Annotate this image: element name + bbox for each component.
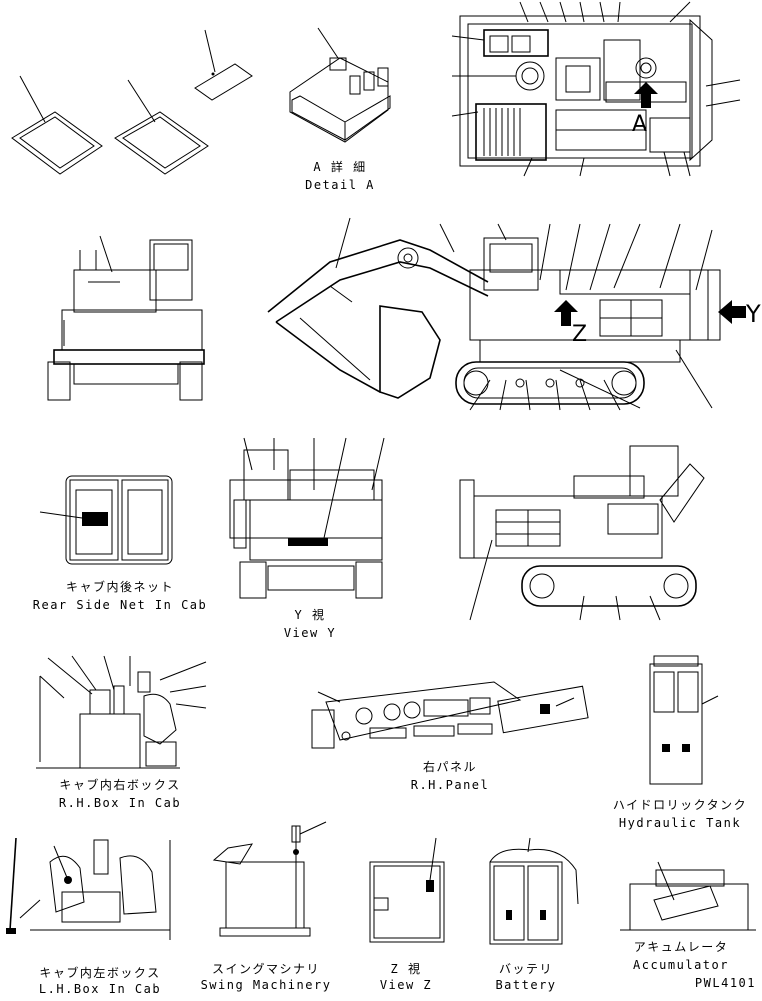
caption-accumulator-en: Accumulator [633, 958, 729, 972]
side-leader-lines [335, 217, 713, 411]
caption-view-z-en: View Z [379, 978, 433, 992]
caption-rh-box-en: R.H.Box In Cab [58, 796, 182, 810]
caption-battery-en: Battery [495, 978, 557, 992]
accumulator-drawing [620, 861, 756, 931]
caption-hydraulic-tank-jp: ハイドロリックタンク [612, 798, 748, 812]
caption-rh-box-jp: キャブ内右ボックス [59, 778, 181, 792]
caption-lh-box-en: L.H.Box In Cab [38, 982, 162, 996]
caption-detail-a-jp: A 詳 細 [313, 160, 367, 174]
caption-rh-panel-en: R.H.Panel [410, 778, 490, 792]
caption-swing-machinery-jp: スイングマシナリ [211, 962, 320, 976]
caption-rear-side-net-jp: キャブ内後ネット [65, 580, 174, 594]
decal-small-tag [194, 29, 253, 101]
caption-swing-machinery-en: Swing Machinery [200, 978, 332, 992]
arrow-a [634, 82, 658, 108]
caption-hydraulic-tank-en: Hydraulic Tank [618, 816, 742, 830]
caption-view-y-en: View Y [283, 626, 337, 640]
plan-view-machine [451, 1, 741, 177]
radiator-fins [483, 108, 521, 156]
caption-detail-a-en: Detail A [305, 178, 375, 192]
arrow-y [718, 300, 746, 324]
front-view-machine [47, 235, 205, 401]
detail-a-bracket [289, 27, 391, 143]
drawing-code: PWL4101 [694, 976, 756, 990]
rear-side-net-drawing [39, 475, 173, 565]
marker-a: A [632, 112, 648, 137]
swing-machinery-drawing [212, 821, 327, 937]
caption-rh-panel-jp: 右パネル [422, 760, 477, 774]
rh-panel-drawing [311, 681, 589, 749]
caption-rear-side-net-en: Rear Side Net In Cab [32, 598, 208, 612]
lh-box-drawing [6, 837, 171, 940]
caption-lh-box-jp: キャブ内左ボックス [39, 966, 161, 980]
side-view-machine [267, 217, 746, 411]
view-z-drawing [369, 837, 445, 943]
view-y-drawing [229, 437, 385, 599]
plan-leader-lines [451, 1, 741, 177]
battery-drawing [489, 837, 579, 945]
marker-z: Z [572, 322, 588, 347]
decal-plate-middle [114, 79, 209, 175]
arrow-z [554, 300, 578, 326]
caption-accumulator-jp: アキュムレータ [633, 940, 729, 954]
caption-view-z-jp: Z 視 [390, 962, 422, 976]
caption-view-y-jp: Y 視 [294, 608, 326, 622]
hydraulic-tank-drawing [649, 655, 719, 785]
marker-y: Y [746, 300, 761, 328]
rh-box-drawing [36, 655, 207, 769]
caption-battery-jp: バッテリ [498, 962, 553, 976]
side-rear-view-machine [459, 445, 705, 621]
decal-plate-left [11, 75, 103, 175]
